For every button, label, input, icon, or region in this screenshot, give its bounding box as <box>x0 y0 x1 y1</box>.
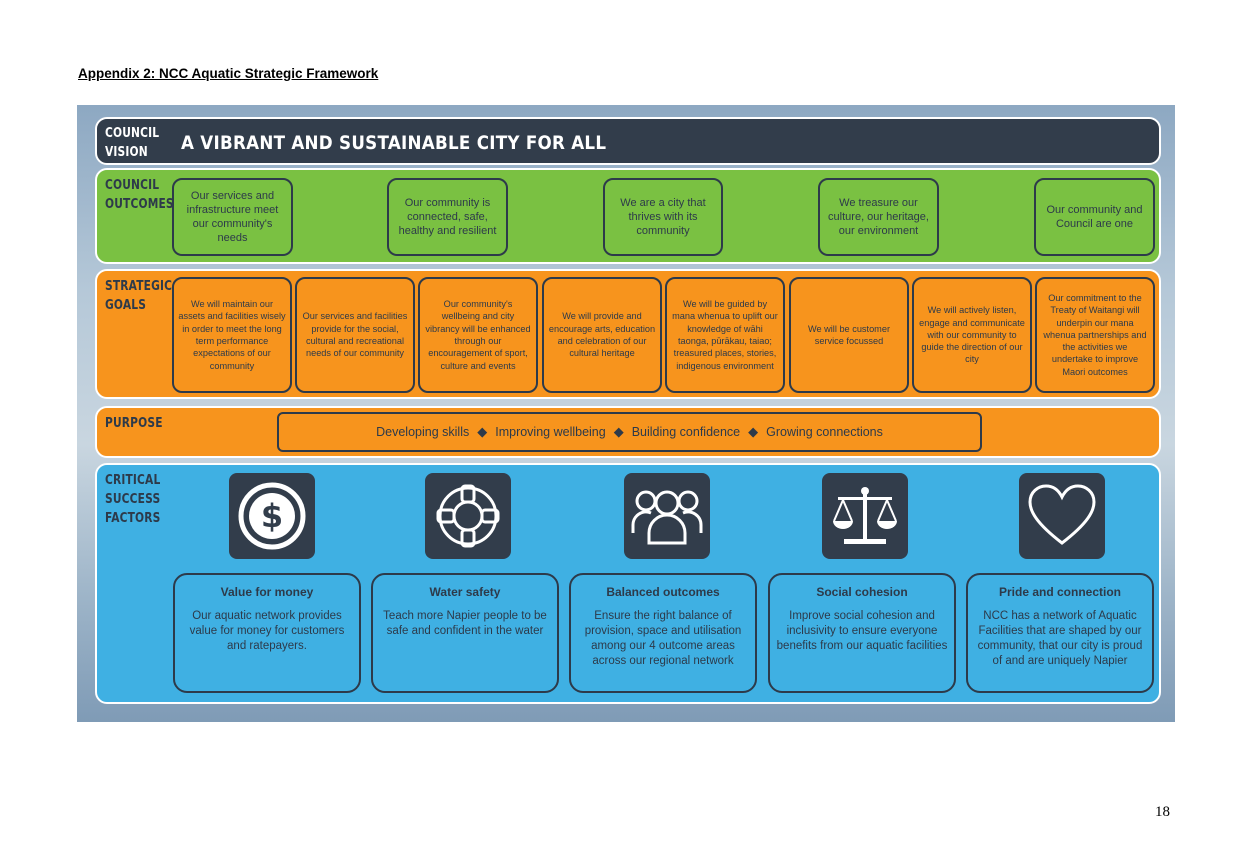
group-people-icon <box>624 473 710 559</box>
purpose-item: Building confidence <box>631 425 741 439</box>
outcome-box: We are a city that thrives with its comm… <box>603 178 723 256</box>
outcome-box: Our community and Council are one <box>1034 178 1155 256</box>
outcome-box: Our services and infrastructure meet our… <box>172 178 293 256</box>
success-factor-title: Value for money <box>220 585 314 599</box>
page-number: 18 <box>1155 804 1170 820</box>
dollar-coin-icon: $ <box>229 473 315 559</box>
purpose-item: Improving wellbeing <box>495 425 606 439</box>
success-factor-card: Social cohesion Improve social cohesion … <box>768 573 956 693</box>
success-factor-description: Ensure the right balance of provision, s… <box>584 610 742 667</box>
page-heading: Appendix 2: NCC Aquatic Strategic Framew… <box>78 66 379 81</box>
outcome-box: We treasure our culture, our heritage, o… <box>818 178 939 256</box>
success-factor-title: Pride and connection <box>998 585 1121 599</box>
purpose-band: PURPOSE Developing skills ◆ Improving we… <box>95 406 1161 458</box>
council-outcomes-band: COUNCIL OUTCOMES Our services and infras… <box>95 168 1161 264</box>
purpose-item: Developing skills <box>376 425 470 439</box>
council-outcomes-label: COUNCIL OUTCOMES <box>105 178 174 212</box>
strategic-goals-band: STRATEGIC GOALS We will maintain our ass… <box>95 269 1161 399</box>
strategic-framework-diagram: COUNCIL VISION A VIBRANT AND SUSTAINABLE… <box>77 105 1175 722</box>
success-factor-description: NCC has a network of Aquatic Facilities … <box>977 610 1143 667</box>
purpose-bar: Developing skills ◆ Improving wellbeing … <box>277 412 982 452</box>
critical-success-factors-band: CRITICAL SUCCESS FACTORS $ <box>95 463 1161 704</box>
goal-box: Our community's wellbeing and city vibra… <box>418 277 538 393</box>
goal-box: We will maintain our assets and faciliti… <box>172 277 292 393</box>
success-factor-card: Water safety Teach more Napier people to… <box>371 573 559 693</box>
svg-text:$: $ <box>261 497 283 535</box>
success-factor-title: Social cohesion <box>816 585 908 599</box>
success-factor-card: Value for money Our aquatic network prov… <box>173 573 361 693</box>
goal-box: Our commitment to the Treaty of Waitangi… <box>1035 277 1155 393</box>
council-vision-text: A VIBRANT AND SUSTAINABLE CITY FOR ALL <box>181 132 607 154</box>
heart-icon <box>1019 473 1105 559</box>
success-factor-description: Teach more Napier people to be safe and … <box>383 610 547 637</box>
council-vision-band: COUNCIL VISION A VIBRANT AND SUSTAINABLE… <box>95 117 1161 165</box>
purpose-item: Growing connections <box>766 425 883 439</box>
goal-box: We will actively listen, engage and comm… <box>912 277 1032 393</box>
success-factor-description: Our aquatic network provides value for m… <box>189 610 345 652</box>
council-vision-label: COUNCIL VISION <box>105 126 160 160</box>
goal-box: We will provide and encourage arts, educ… <box>542 277 662 393</box>
diamond-icon: ◆ <box>477 424 488 439</box>
success-factor-description: Improve social cohesion and inclusivity … <box>776 610 948 652</box>
scales-icon <box>822 473 908 559</box>
purpose-label: PURPOSE <box>105 416 163 431</box>
success-factor-title: Water safety <box>429 585 501 599</box>
success-factor-card: Balanced outcomes Ensure the right balan… <box>569 573 757 693</box>
critical-success-factors-label: CRITICAL SUCCESS FACTORS <box>105 473 161 526</box>
goal-box: We will be customer service focussed <box>789 277 909 393</box>
strategic-goals-label: STRATEGIC GOALS <box>105 279 173 313</box>
goal-box: Our services and facilities provide for … <box>295 277 415 393</box>
diamond-icon: ◆ <box>748 424 759 439</box>
success-factor-title: Balanced outcomes <box>606 585 720 599</box>
outcome-box: Our community is connected, safe, health… <box>387 178 508 256</box>
life-ring-icon <box>425 473 511 559</box>
success-factor-card: Pride and connection NCC has a network o… <box>966 573 1154 693</box>
goal-box: We will be guided by mana whenua to upli… <box>665 277 785 393</box>
diamond-icon: ◆ <box>613 424 624 439</box>
